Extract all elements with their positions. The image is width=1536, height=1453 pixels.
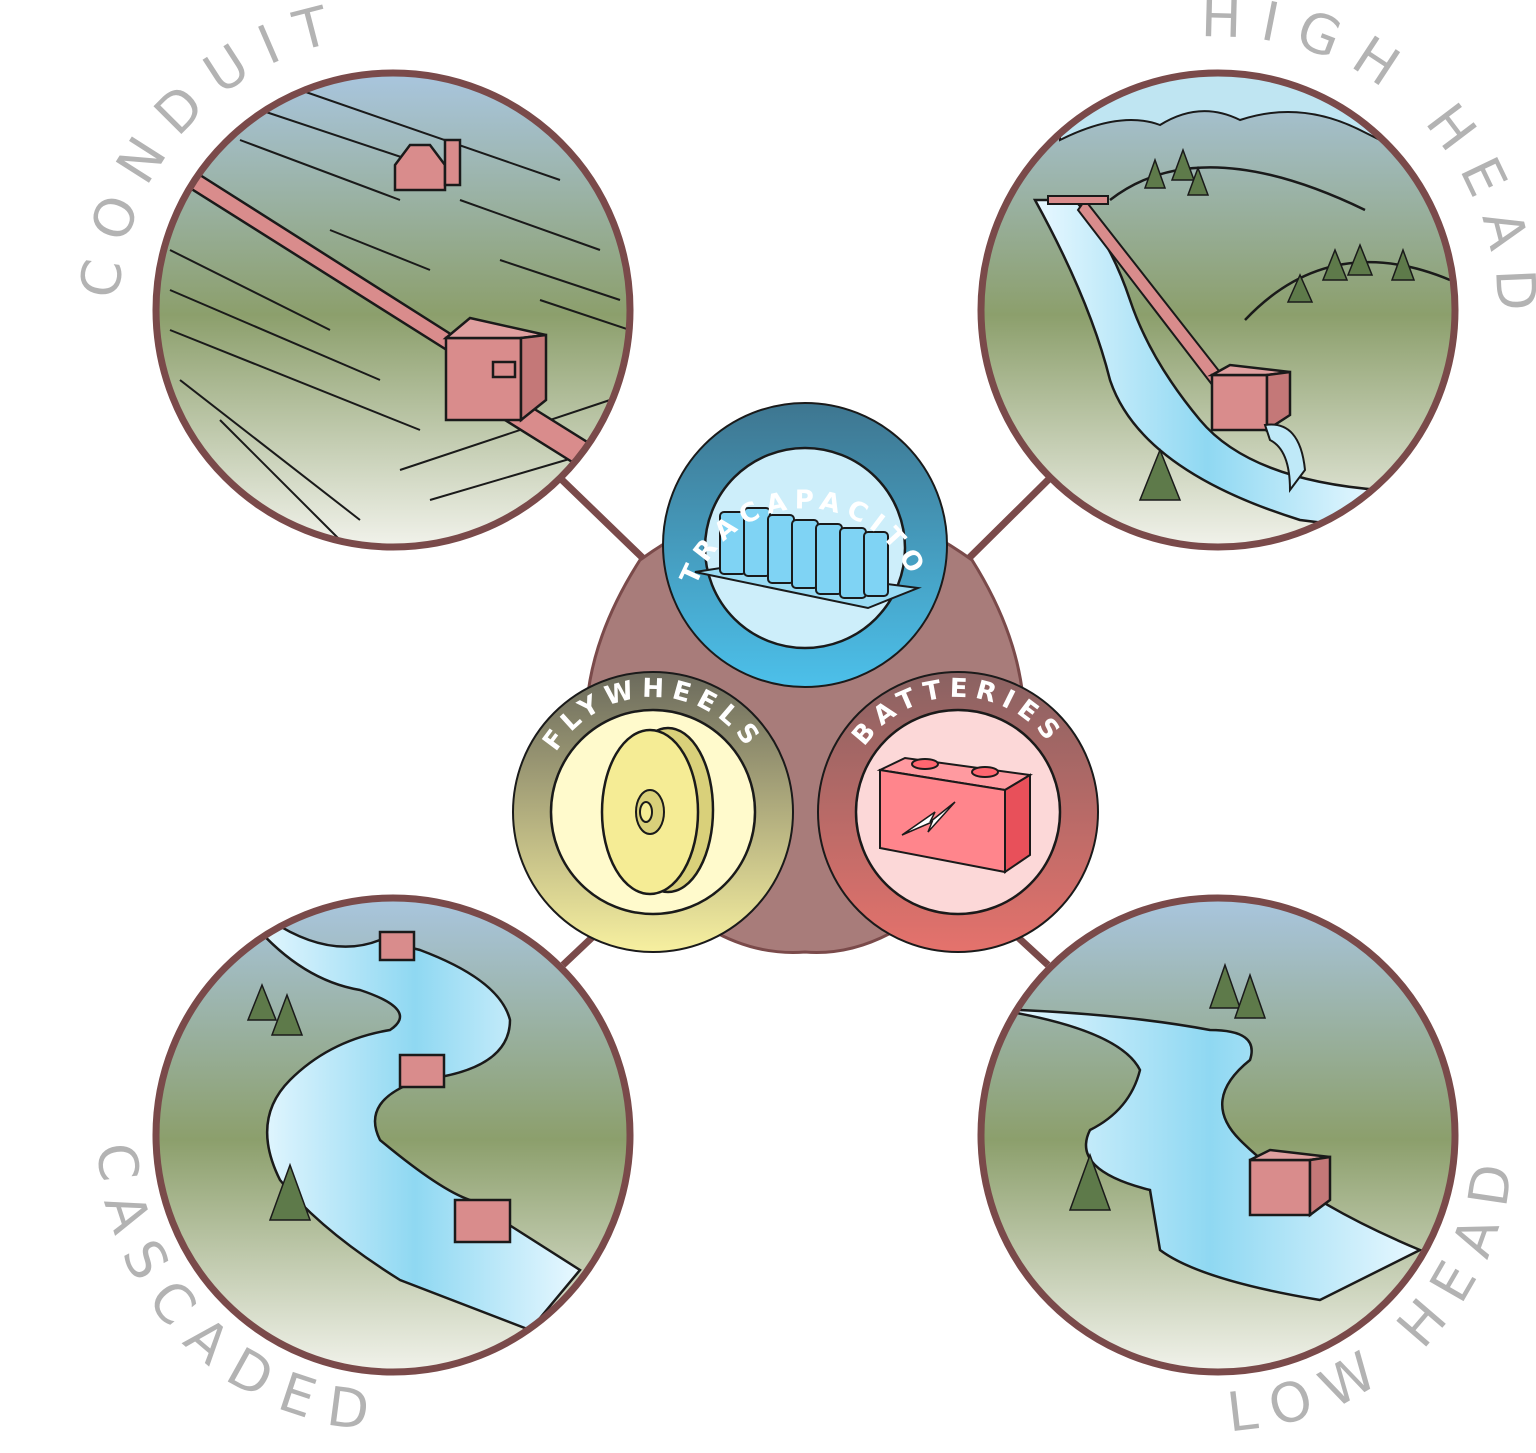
flywheel-icon (600, 726, 715, 896)
flywheels-badge: FLYWHEELS (512, 671, 794, 953)
batteries-badge: BATTERIES (817, 671, 1099, 953)
cascaded-river-scene-icon (152, 894, 634, 1376)
conduit-pipe-scene-icon (152, 69, 634, 551)
ultracapacitor-icon (694, 507, 922, 610)
battery-icon (876, 756, 1033, 874)
low-head-river-scene-icon (977, 894, 1459, 1376)
high-head-dam-scene-icon (977, 69, 1459, 551)
